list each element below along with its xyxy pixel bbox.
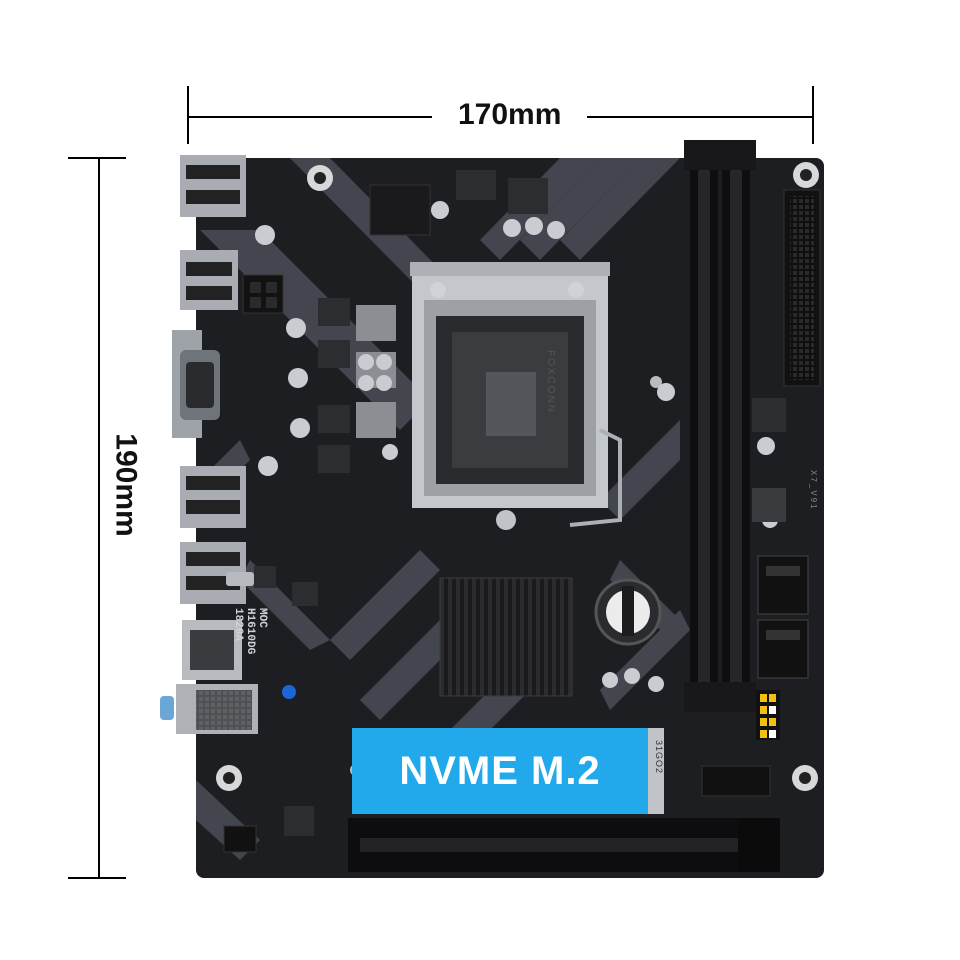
vrm-components (255, 170, 778, 692)
chipset-marking-line-3: 1820A (232, 608, 244, 642)
width-dimension-tick-right (812, 86, 814, 144)
socket-brand-label: FOXCONN (545, 350, 556, 414)
front-panel-header (223, 690, 780, 853)
chipset-heatsink (439, 577, 573, 697)
width-dimension-tick-left (187, 86, 189, 144)
cpu-socket (410, 262, 622, 530)
cmos-battery (594, 578, 662, 646)
ram-slots (684, 140, 756, 712)
height-dimension-tick-top (68, 157, 126, 159)
width-dimension-label: 170mm (432, 98, 588, 132)
atx-power-connector (783, 189, 821, 387)
pcie-slot (348, 818, 780, 872)
m2-slot-mark: 31GO2 (654, 740, 664, 775)
chipset-marking-line-1: MOC (256, 608, 268, 628)
pcb-mark-label: X7_V91 (809, 470, 818, 511)
sata-ports (757, 555, 809, 679)
chipset-marking-line-2: H1610DG (244, 608, 256, 655)
height-dimension-line (98, 158, 100, 878)
height-dimension-tick-bottom (68, 877, 126, 879)
nvme-m2-callout: NVME M.2 (352, 728, 648, 814)
m2-slot-connector (648, 728, 664, 814)
